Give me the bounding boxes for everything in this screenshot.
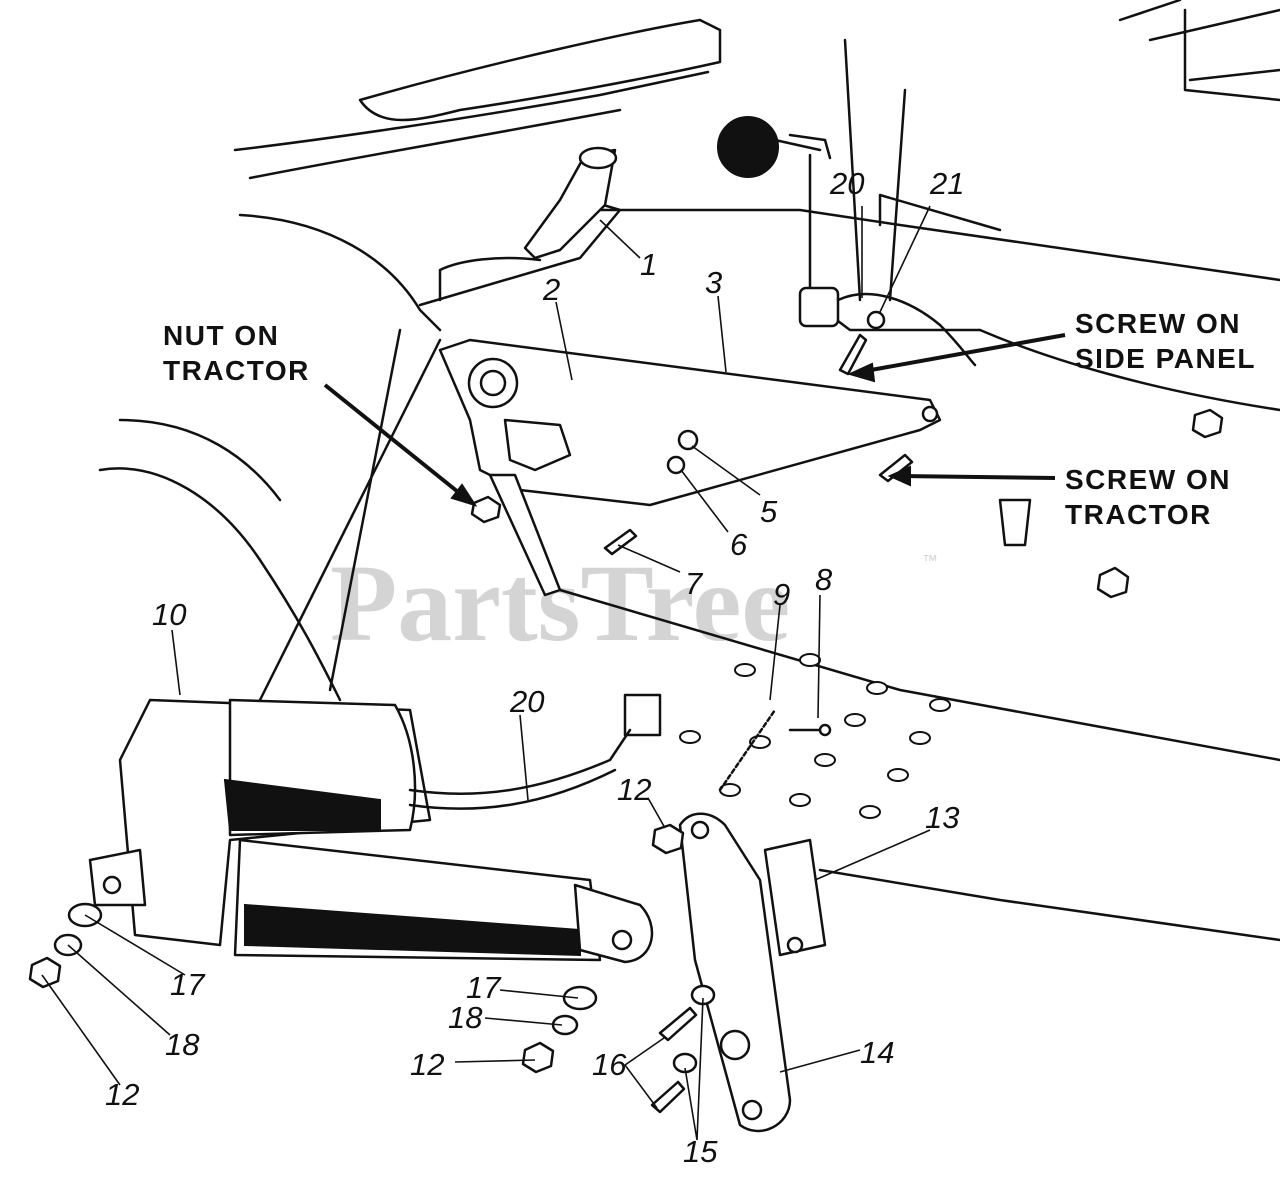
callout-20-motor: 20 bbox=[509, 684, 544, 719]
callout-18-rod: 18 bbox=[448, 1000, 483, 1035]
callout-9: 9 bbox=[773, 577, 790, 612]
callout-5: 5 bbox=[760, 494, 778, 529]
callout-18-motor: 18 bbox=[165, 1027, 200, 1062]
note-screw-on-side-panel-line1: SCREW ON bbox=[1075, 308, 1241, 339]
callout-1: 1 bbox=[640, 247, 657, 282]
callout-21: 21 bbox=[929, 166, 964, 201]
callout-16: 16 bbox=[592, 1047, 627, 1082]
callout-numbers: 1 2 3 5 6 7 8 9 10 12 12 12 13 14 15 16 … bbox=[105, 166, 964, 1169]
callout-12-nut-arm: 12 bbox=[617, 772, 651, 807]
note-nut-on-tractor-line2: TRACTOR bbox=[163, 355, 310, 386]
lever-arm-assembly bbox=[678, 812, 827, 1133]
leader-lines bbox=[41, 205, 931, 1141]
callout-6: 6 bbox=[730, 527, 748, 562]
tractor-body bbox=[98, 0, 1280, 942]
deck-holes bbox=[679, 653, 951, 819]
callout-17-rod: 17 bbox=[466, 970, 502, 1005]
watermark-text: PartsTree bbox=[330, 542, 790, 664]
note-screw-on-side-panel-line2: SIDE PANEL bbox=[1075, 343, 1256, 374]
callout-20-panel: 20 bbox=[829, 166, 864, 201]
washers-and-nuts bbox=[28, 823, 716, 1114]
note-screw-on-tractor-line2: TRACTOR bbox=[1065, 499, 1212, 530]
spring-and-pin bbox=[718, 708, 832, 792]
watermark-trademark: ™ bbox=[922, 553, 938, 570]
small-hardware bbox=[603, 429, 1032, 556]
callout-8: 8 bbox=[815, 562, 833, 597]
ignition-knob bbox=[717, 116, 832, 178]
callout-12-nut-rod: 12 bbox=[410, 1047, 444, 1082]
lift-handle-part bbox=[523, 146, 618, 260]
callout-12-nut-motor: 12 bbox=[105, 1077, 139, 1112]
callout-3: 3 bbox=[705, 265, 722, 300]
callout-2: 2 bbox=[542, 272, 560, 307]
note-arrows bbox=[323, 333, 1066, 507]
actuator-motor bbox=[88, 693, 662, 964]
callout-14: 14 bbox=[860, 1035, 894, 1070]
tractor-bolts bbox=[470, 408, 1224, 599]
callout-13: 13 bbox=[925, 800, 959, 835]
note-screw-on-tractor-line1: SCREW ON bbox=[1065, 464, 1231, 495]
mounting-plate bbox=[438, 338, 942, 597]
callout-17-motor: 17 bbox=[170, 967, 206, 1002]
callout-15: 15 bbox=[683, 1134, 718, 1169]
side-panel-wiring bbox=[798, 286, 977, 376]
callout-7: 7 bbox=[685, 566, 704, 601]
note-nut-on-tractor-line1: NUT ON bbox=[163, 320, 279, 351]
notes: NUT ON TRACTOR SCREW ON SIDE PANEL SCREW… bbox=[163, 308, 1256, 530]
callout-10: 10 bbox=[152, 597, 186, 632]
